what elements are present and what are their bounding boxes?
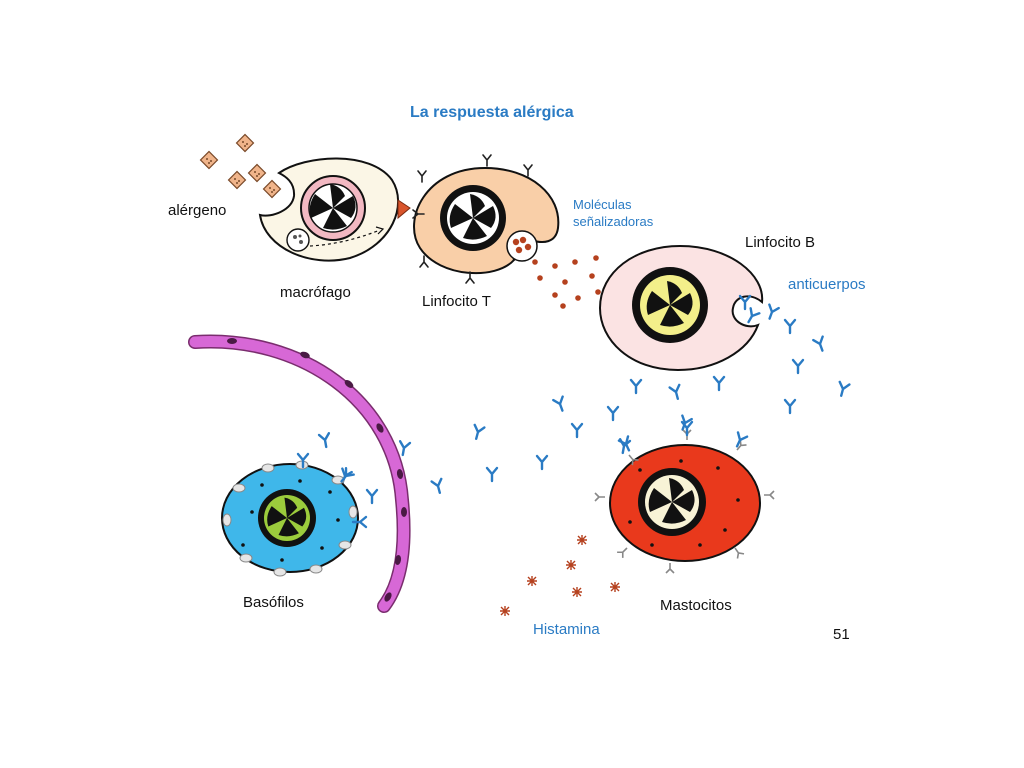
b-lymphocyte-cell [598, 244, 764, 372]
diagram-title: La respuesta alérgica [410, 104, 574, 121]
allergen-particles [199, 133, 282, 199]
label-alergeno: alérgeno [168, 202, 227, 219]
label-moleculas-line2: señalizadoras [573, 214, 654, 229]
label-macrofago: macrófago [280, 284, 351, 301]
label-moleculas-senalizadoras: Moléculas señalizadoras [573, 196, 653, 230]
macrophage-cell [258, 157, 400, 262]
histamine-molecules [499, 534, 621, 617]
t-lymphocyte-cell [412, 154, 560, 284]
label-histamina: Histamina [533, 621, 600, 638]
label-linfocito-t: Linfocito T [422, 293, 491, 310]
label-moleculas-line1: Moléculas [573, 197, 632, 212]
page-number: 51 [833, 626, 850, 643]
label-mastocitos: Mastocitos [660, 597, 732, 614]
signaling-molecules [532, 255, 601, 309]
blood-vessel [188, 334, 411, 613]
mast-cell [594, 420, 775, 574]
label-basofilos: Basófilos [243, 594, 304, 611]
basophil-cell [221, 452, 368, 577]
label-anticuerpos: anticuerpos [788, 276, 866, 293]
antigen-presentation-contact [397, 199, 411, 220]
label-linfocito-b: Linfocito B [745, 234, 816, 251]
